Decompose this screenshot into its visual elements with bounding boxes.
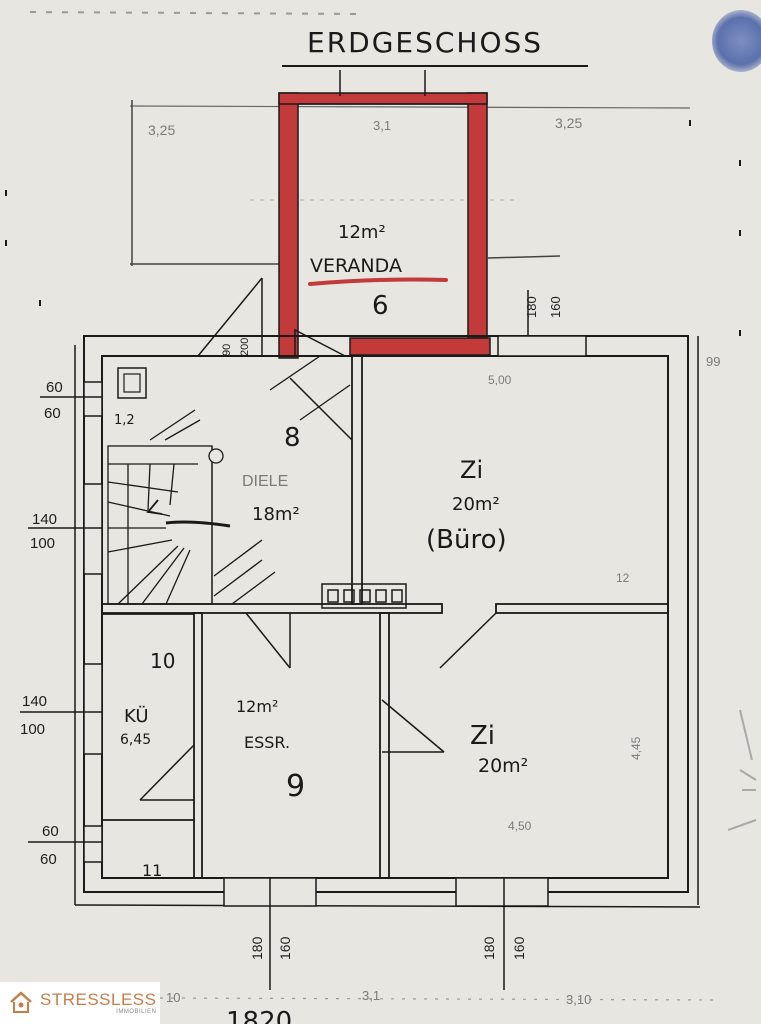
- bottom-window-right: [455, 877, 549, 907]
- top-window: [497, 335, 587, 357]
- svg-text:60: 60: [44, 405, 61, 422]
- zimmer-name: Zi: [470, 721, 495, 751]
- radiator: [321, 583, 407, 609]
- brand-name: STRESSLESS: [40, 990, 157, 1009]
- veranda-underline: [308, 277, 448, 286]
- veranda-window-dim-1: 180: [524, 296, 539, 318]
- dim-top-mid: 3,1: [373, 118, 391, 133]
- ink-stamp: [712, 10, 761, 72]
- veranda-window-dim-2: 160: [548, 296, 563, 318]
- door-dim-2: 200: [239, 338, 251, 356]
- veranda-walls: [278, 92, 491, 359]
- door-dim-1: 90: [221, 344, 233, 356]
- diele-name: DIELE: [242, 473, 288, 490]
- svg-text:160: 160: [511, 936, 527, 960]
- dim-inner-right: 12: [616, 571, 630, 585]
- svg-text:60: 60: [40, 851, 57, 868]
- svg-text:3,10: 3,10: [566, 992, 591, 1007]
- diele-area: 18m²: [252, 504, 300, 525]
- staircase: [107, 445, 231, 605]
- buero-name: Zi: [460, 456, 483, 484]
- essraum-number: 9: [286, 769, 305, 804]
- svg-text:100: 100: [20, 721, 45, 738]
- svg-text:10: 10: [166, 990, 180, 1005]
- dim-room-width-top: 5,00: [488, 373, 512, 387]
- dim-top-right: 3,25: [555, 115, 582, 131]
- essraum-name: ESSR.: [244, 733, 290, 752]
- veranda-name: VERANDA: [310, 255, 402, 277]
- left-dimensions: 60 60 140 100 140 100 60 60: [20, 379, 102, 868]
- svg-text:1820: 1820: [226, 1007, 292, 1024]
- interior-walls: [101, 355, 669, 879]
- kueche-name: KÜ: [124, 705, 149, 727]
- diele-small-area: 1,2: [114, 413, 135, 428]
- house-icon: [8, 990, 34, 1016]
- dim-room-width-bottom: 4,50: [508, 819, 532, 833]
- veranda-area: 12m²: [338, 222, 386, 243]
- doors: [139, 277, 497, 801]
- bottom-dimensions: 180 160 180 160 10 3,1 3,10 1820: [159, 878, 721, 1024]
- dim-right-edge: 99: [706, 354, 720, 369]
- diele-number: 8: [284, 423, 301, 453]
- veranda-number: 6: [372, 291, 389, 321]
- brand-logo: STRESSLESS IMMOBILIEN: [0, 982, 160, 1024]
- essraum-area: 12m²: [236, 697, 278, 716]
- svg-text:140: 140: [22, 693, 47, 710]
- buero-label: (Büro): [426, 525, 507, 555]
- brand-sub: IMMOBILIEN: [116, 1009, 157, 1015]
- zimmer-area: 20m²: [478, 755, 528, 777]
- plan-title: ERDGESCHOSS: [307, 26, 543, 59]
- diele-hatches: [149, 355, 351, 605]
- chimney-box: [117, 367, 147, 399]
- svg-text:140: 140: [32, 511, 57, 528]
- svg-text:60: 60: [46, 379, 63, 396]
- buero-area: 20m²: [452, 494, 500, 515]
- left-windows: [83, 381, 103, 863]
- svg-text:180: 180: [481, 936, 497, 960]
- svg-text:60: 60: [42, 823, 59, 840]
- kueche-area: 6,45: [120, 732, 151, 748]
- dim-wall-right: 4,45: [629, 736, 643, 760]
- svg-text:180: 180: [249, 936, 265, 960]
- svg-text:160: 160: [277, 936, 293, 960]
- svg-text:3,1: 3,1: [362, 988, 380, 1003]
- kueche-number: 10: [150, 649, 175, 673]
- bad-number: 11: [142, 861, 162, 880]
- dim-top-left: 3,25: [148, 122, 175, 138]
- svg-text:100: 100: [30, 535, 55, 552]
